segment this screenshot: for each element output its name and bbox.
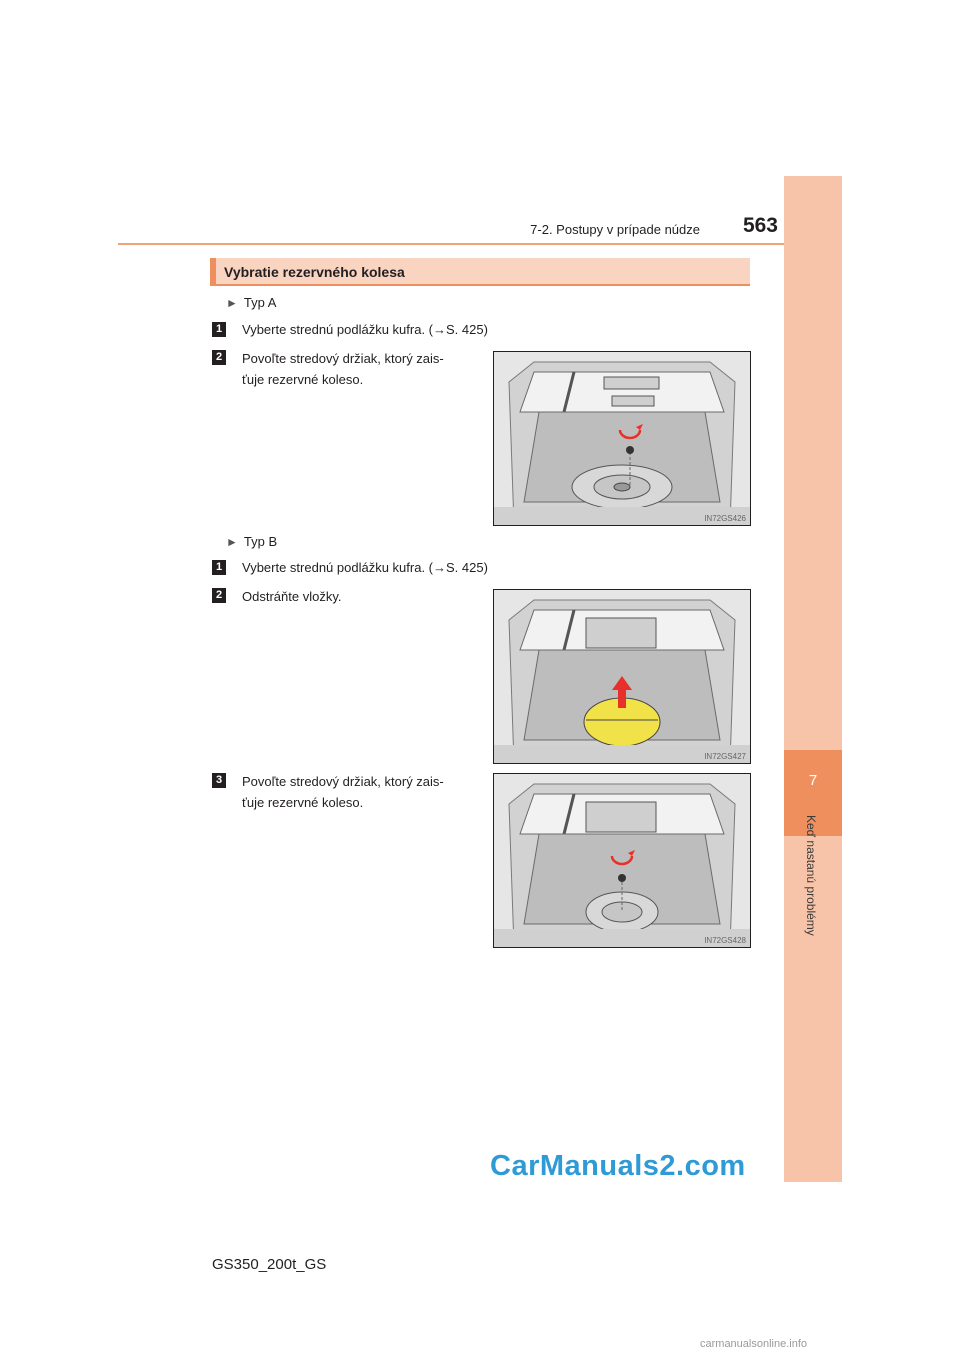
step-text: Vyberte strednú podlážku kufra. (→S. 425… bbox=[242, 322, 488, 337]
step-number-badge: 1 bbox=[212, 322, 226, 337]
step-text-line: Povoľte stredový držiak, ktorý zais- bbox=[242, 774, 444, 789]
step-text: Povoľte stredový držiak, ktorý zais- ťuj… bbox=[242, 348, 444, 390]
trunk-illustration bbox=[494, 774, 750, 947]
arrow-marker-icon: ► bbox=[226, 296, 238, 310]
chapter-label: Keď nastanú problémy bbox=[804, 815, 818, 936]
figure-trunk-type-b-holder: IN72GS428 bbox=[493, 773, 751, 948]
type-label-text: Typ B bbox=[243, 534, 278, 549]
section-title: Vybratie rezervného kolesa bbox=[224, 264, 405, 280]
step-number-badge: 1 bbox=[212, 560, 226, 575]
figure-trunk-type-b-inserts: IN72GS427 bbox=[493, 589, 751, 764]
type-label-text: Typ A bbox=[243, 295, 277, 310]
header-section-title: 7-2. Postupy v prípade núdze bbox=[530, 222, 700, 237]
arrow-marker-icon: ► bbox=[226, 535, 238, 549]
header-rule bbox=[118, 243, 842, 245]
figure-code: IN72GS426 bbox=[704, 514, 746, 523]
section-header-accent bbox=[210, 258, 216, 286]
chapter-number: 7 bbox=[808, 772, 818, 789]
figure-code: IN72GS428 bbox=[704, 936, 746, 945]
trunk-illustration bbox=[494, 590, 750, 763]
watermark-text: carmanualsonline.info bbox=[700, 1338, 808, 1350]
section-header-bar bbox=[210, 258, 750, 286]
watermark-logo: CarManuals2.com bbox=[490, 1150, 746, 1182]
step-number-badge: 2 bbox=[212, 350, 226, 365]
type-a-label: ► Typ A bbox=[226, 292, 276, 314]
step-text: Povoľte stredový držiak, ktorý zais- ťuj… bbox=[242, 771, 444, 813]
step-text-line: ťuje rezervné koleso. bbox=[242, 372, 364, 387]
step-number-badge: 2 bbox=[212, 588, 226, 603]
step-text: Vyberte strednú podlážku kufra. (→S. 425… bbox=[242, 560, 488, 575]
figure-code: IN72GS427 bbox=[704, 752, 746, 761]
step-number-badge: 3 bbox=[212, 773, 226, 788]
chapter-tab-active[interactable] bbox=[784, 750, 842, 836]
step-text-line: ťuje rezervné koleso. bbox=[242, 795, 364, 810]
step-text-line: Povoľte stredový držiak, ktorý zais- bbox=[242, 351, 444, 366]
figure-trunk-type-a: IN72GS426 bbox=[493, 351, 751, 526]
chapter-side-tab bbox=[784, 176, 842, 1182]
model-code: GS350_200t_GS bbox=[212, 1256, 327, 1273]
trunk-illustration bbox=[494, 352, 750, 525]
page-number: 563 bbox=[742, 214, 778, 237]
type-b-label: ► Typ B bbox=[226, 531, 277, 553]
step-text: Odstráňte vložky. bbox=[242, 589, 342, 604]
